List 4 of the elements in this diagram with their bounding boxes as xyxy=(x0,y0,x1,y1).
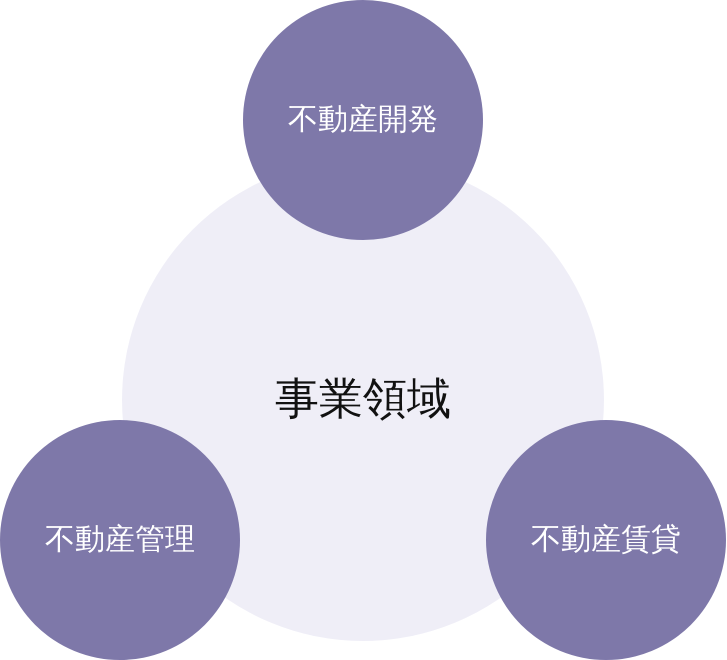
circle-label: 事業領域 xyxy=(275,374,451,426)
circle-label: 不動産開発 xyxy=(288,102,438,138)
circle-label: 不動産管理 xyxy=(45,522,195,558)
circle-label: 不動産賃貸 xyxy=(531,522,681,558)
